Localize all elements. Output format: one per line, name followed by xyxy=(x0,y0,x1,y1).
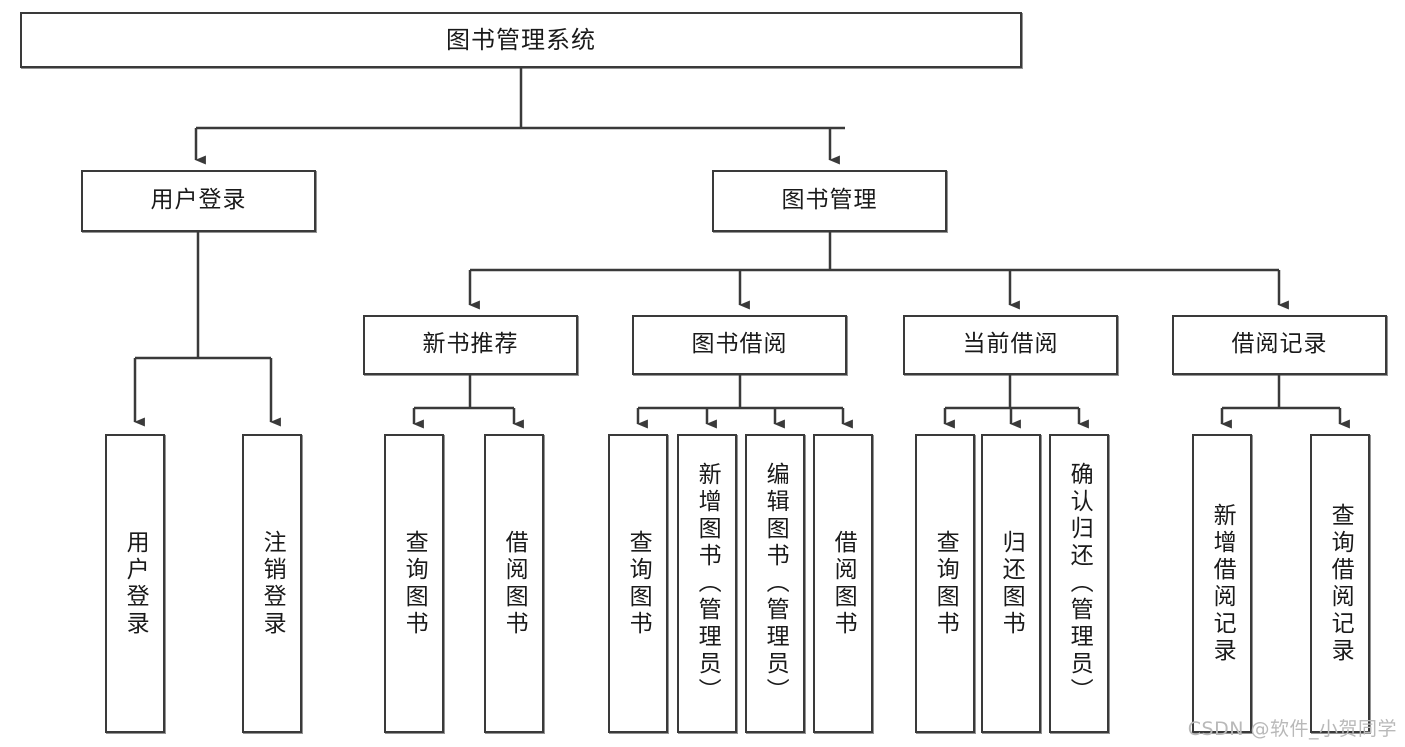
leaf-book-borrow-add[interactable]: 新增图书（管理员） xyxy=(677,434,737,733)
leaf-label: 新增图书（管理员） xyxy=(694,462,721,705)
leaf-current-borrow-return[interactable]: 归还图书 xyxy=(981,434,1041,733)
leaf-label: 查询图书 xyxy=(625,529,652,638)
leaf-book-borrow-lend[interactable]: 借阅图书 xyxy=(813,434,873,733)
leaf-new-book-query[interactable]: 查询图书 xyxy=(384,434,444,733)
leaf-book-borrow-query[interactable]: 查询图书 xyxy=(608,434,668,733)
leaf-label: 归还图书 xyxy=(998,529,1025,638)
node-book-management[interactable]: 图书管理 xyxy=(712,170,947,232)
node-root-system[interactable]: 图书管理系统 xyxy=(20,12,1022,68)
leaf-borrow-record-query[interactable]: 查询借阅记录 xyxy=(1310,434,1370,733)
leaf-current-borrow-query[interactable]: 查询图书 xyxy=(915,434,975,733)
node-current-borrow[interactable]: 当前借阅 xyxy=(903,315,1118,375)
leaf-label: 借阅图书 xyxy=(501,529,528,638)
node-book-borrow[interactable]: 图书借阅 xyxy=(632,315,847,375)
csdn-watermark: CSDN @软件_小贺同学 xyxy=(1187,718,1397,740)
leaf-book-borrow-edit[interactable]: 编辑图书（管理员） xyxy=(745,434,805,733)
leaf-label: 查询图书 xyxy=(932,529,959,638)
node-borrow-record[interactable]: 借阅记录 xyxy=(1172,315,1387,375)
leaf-user-login-signout[interactable]: 注销登录 xyxy=(242,434,302,733)
leaf-label: 借阅图书 xyxy=(830,529,857,638)
leaf-label: 确认归还（管理员） xyxy=(1066,462,1093,705)
leaf-borrow-record-add[interactable]: 新增借阅记录 xyxy=(1192,434,1252,733)
node-user-login[interactable]: 用户登录 xyxy=(81,170,316,232)
leaf-label: 查询图书 xyxy=(401,529,428,638)
leaf-current-borrow-confirm-return[interactable]: 确认归还（管理员） xyxy=(1049,434,1109,733)
leaf-label: 查询借阅记录 xyxy=(1327,502,1354,665)
leaf-label: 编辑图书（管理员） xyxy=(762,462,789,705)
leaf-label: 注销登录 xyxy=(259,529,286,638)
leaf-label: 新增借阅记录 xyxy=(1209,502,1236,665)
leaf-user-login-signin[interactable]: 用户登录 xyxy=(105,434,165,733)
leaf-new-book-borrow[interactable]: 借阅图书 xyxy=(484,434,544,733)
leaf-label: 用户登录 xyxy=(122,529,149,638)
node-new-book-recommend[interactable]: 新书推荐 xyxy=(363,315,578,375)
